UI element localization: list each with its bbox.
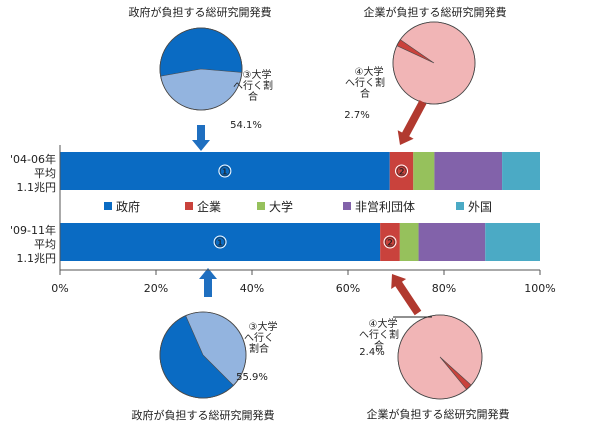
x-axis: 0% 20% 40% 60% 80% 100% bbox=[51, 145, 556, 295]
x-tick-label: 100% bbox=[524, 282, 555, 295]
pie-label-line: ④大学 bbox=[355, 65, 384, 78]
bar-segment-1-1 bbox=[60, 152, 390, 190]
pie-outline bbox=[159, 311, 247, 399]
pie-value: 55.9% bbox=[236, 372, 268, 383]
x-tick-label: 80% bbox=[432, 282, 456, 295]
legend-label: 大学 bbox=[269, 199, 293, 214]
pie-label-line: へ行く bbox=[244, 331, 274, 344]
pie-value: 2.7% bbox=[344, 110, 369, 121]
pie-label-line: 合 bbox=[360, 87, 370, 100]
bar-segment-2-1 bbox=[60, 223, 381, 261]
category-label: '04-06年 bbox=[10, 152, 56, 166]
pie-label-line: 割合 bbox=[249, 342, 269, 355]
pie-label-line: へ行く割 bbox=[233, 79, 273, 92]
category-label: 平均 bbox=[34, 167, 56, 180]
pie-value: 54.1% bbox=[230, 120, 262, 131]
pie-label-line: へ行く割 bbox=[345, 76, 385, 89]
pie-title: 企業が負担する総研究開発費 bbox=[364, 5, 507, 19]
bar-marker-circle bbox=[213, 235, 227, 249]
pie-value: 2.4% bbox=[359, 347, 384, 358]
pie-label-line: へ行く割 bbox=[359, 328, 399, 341]
arrows bbox=[192, 100, 427, 316]
pie-label-line: ③大学 bbox=[243, 68, 272, 81]
bar-marker-label: ② bbox=[384, 236, 396, 251]
legend-swatch bbox=[257, 202, 265, 210]
category-label: 平均 bbox=[34, 238, 56, 251]
legend-label: 外国 bbox=[468, 200, 492, 214]
x-tick-label: 40% bbox=[240, 282, 264, 295]
arrow-down-blue bbox=[192, 125, 210, 151]
pie-university-slice bbox=[159, 27, 243, 77]
pie-label-line: ③大学 bbox=[249, 320, 278, 333]
pie-label-line: ④大学 bbox=[369, 317, 398, 330]
bar-segment-2-5 bbox=[485, 223, 540, 261]
pie-title: 政府が負担する総研究開発費 bbox=[132, 408, 275, 422]
bar-marker-circle bbox=[218, 164, 232, 178]
bar-marker-label: ① bbox=[219, 165, 231, 180]
bar-marker-circle bbox=[383, 235, 397, 249]
pie-label-line: 合 bbox=[374, 339, 384, 352]
pie-outline bbox=[159, 27, 243, 111]
x-tick-label: 0% bbox=[51, 282, 68, 295]
bar-marker-label: ② bbox=[396, 165, 408, 180]
bar-segment-2-3 bbox=[399, 223, 419, 261]
pie-outline bbox=[392, 21, 476, 105]
arrow-down-red bbox=[397, 100, 427, 145]
arrow-up-red bbox=[391, 274, 422, 316]
category-label: 1.1兆円 bbox=[17, 181, 57, 194]
legend-swatch bbox=[185, 202, 193, 210]
bar-segment-1-2 bbox=[389, 152, 414, 190]
category-label: '09-11年 bbox=[10, 223, 56, 237]
legend-swatch bbox=[343, 202, 351, 210]
legend-label: 企業 bbox=[197, 199, 221, 214]
pie-outline bbox=[397, 314, 483, 400]
legend: 政府 企業 大学 非営利団体 外国 bbox=[104, 199, 492, 214]
bar-segment-1-3 bbox=[413, 152, 435, 190]
legend-swatch bbox=[104, 202, 112, 210]
pie-label-line: 合 bbox=[248, 90, 258, 103]
bar-segment-2-2 bbox=[380, 223, 400, 261]
pie-title: 政府が負担する総研究開発費 bbox=[129, 5, 272, 19]
pie-charts: 政府が負担する総研究開発費③大学へ行く割合54.1%企業が負担する総研究開発費④… bbox=[129, 5, 510, 422]
bar-segment-1-4 bbox=[434, 152, 503, 190]
bar-segment-1-5 bbox=[502, 152, 540, 190]
legend-label: 非営利団体 bbox=[355, 200, 415, 214]
arrow-up-blue bbox=[199, 268, 217, 297]
pie-title: 企業が負担する総研究開発費 bbox=[367, 407, 510, 421]
x-tick-label: 60% bbox=[336, 282, 360, 295]
bar-marker-label: ① bbox=[214, 236, 226, 251]
x-tick-label: 20% bbox=[144, 282, 168, 295]
category-label: 1.1兆円 bbox=[17, 252, 57, 265]
legend-label: 政府 bbox=[116, 199, 140, 214]
bar-marker-circle bbox=[395, 164, 409, 178]
bar-segment-2-4 bbox=[418, 223, 486, 261]
legend-swatch bbox=[456, 202, 464, 210]
